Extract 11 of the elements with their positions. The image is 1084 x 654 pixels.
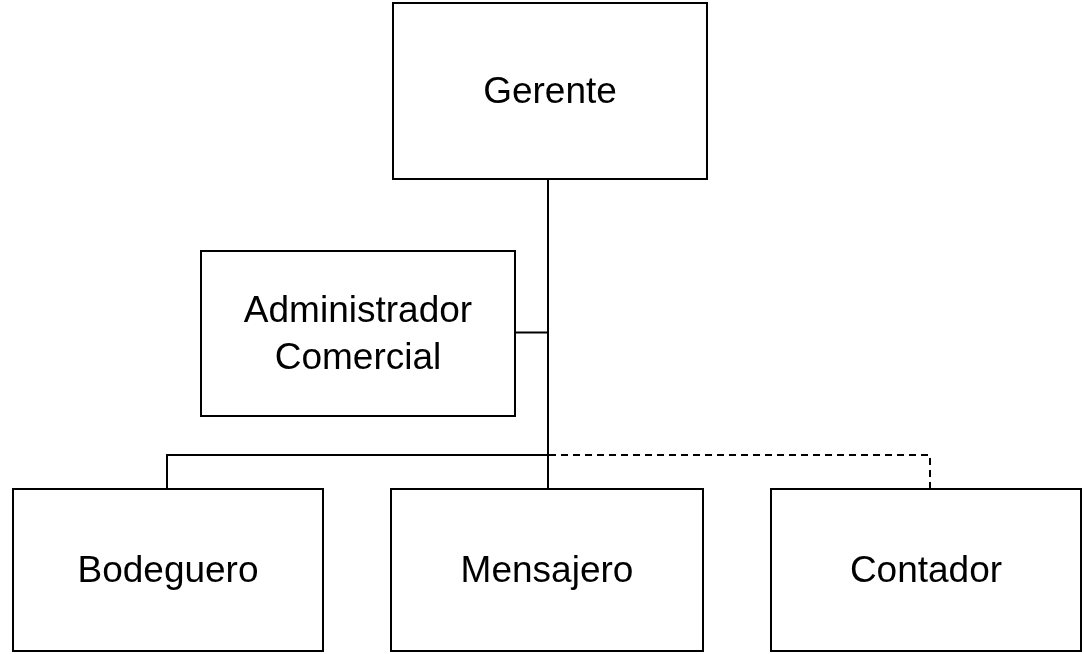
role-box <box>392 2 708 180</box>
role-label: Administrador Comercial <box>242 288 474 379</box>
role-label: Mensajero <box>460 547 634 592</box>
role-label: Gerente <box>483 68 617 113</box>
role-label: Bodeguero <box>77 547 259 592</box>
connector-line <box>547 179 549 489</box>
role-label: Contador <box>849 547 1003 592</box>
role-box <box>390 488 704 652</box>
role-box <box>12 488 324 652</box>
role-box <box>770 488 1082 652</box>
role-box <box>200 250 516 417</box>
